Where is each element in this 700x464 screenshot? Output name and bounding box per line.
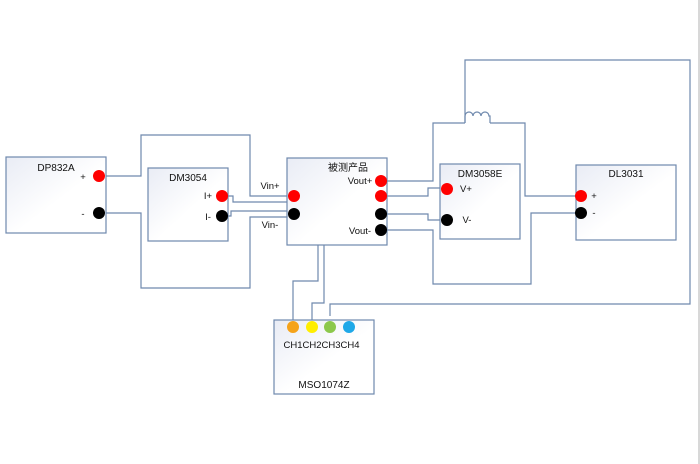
ch1-label: CH1	[283, 340, 302, 351]
ammeter-pos-label: I+	[204, 191, 213, 202]
vout-pos-label: Vout+	[348, 176, 373, 187]
psu-pos-terminal[interactable]	[93, 170, 105, 182]
voltmeter-neg-terminal[interactable]	[441, 214, 453, 226]
vin-neg-label: Vin-	[262, 220, 279, 231]
ch2-terminal[interactable]	[306, 321, 318, 333]
vin-pos-label: Vin+	[260, 181, 280, 192]
page-edge	[698, 0, 700, 464]
ammeter-name: DM3054	[169, 173, 207, 184]
psu-pos-label: +	[80, 172, 86, 183]
voltmeter-name: DM3058E	[458, 169, 503, 180]
voltmeter-neg-label: V-	[463, 215, 472, 226]
power-supply-block[interactable]: DP832A + -	[5, 156, 107, 234]
ch4-terminal[interactable]	[343, 321, 355, 333]
ammeter-block[interactable]: DM3054 I+ I-	[147, 167, 229, 242]
load-pos-label: +	[591, 191, 597, 202]
power-supply-name: DP832A	[37, 163, 75, 174]
psu-neg-terminal[interactable]	[93, 207, 105, 219]
voltmeter-pos-label: V+	[460, 184, 472, 195]
wire-psu-neg-to-vin-neg	[106, 212, 294, 289]
load-neg-label: -	[592, 208, 595, 219]
dut-name: 被测产品	[328, 161, 368, 174]
electronic-load-block[interactable]: DL3031 + -	[575, 164, 677, 241]
vout-neg-terminal-2[interactable]	[375, 224, 387, 236]
load-pos-terminal[interactable]	[575, 190, 587, 202]
voltmeter-block[interactable]: DM3058E V+ V-	[439, 163, 521, 240]
wire-vout-neg-to-load-neg	[382, 212, 580, 285]
inductor-icon	[464, 111, 491, 123]
wire-inductor-to-load-pos	[490, 122, 580, 197]
ch3-label: CH3	[321, 340, 340, 351]
vout-pos-terminal-2[interactable]	[375, 190, 387, 202]
ammeter-neg-label: I-	[205, 212, 211, 223]
wire-vout-neg-to-voltmeter-neg	[382, 213, 441, 221]
wire-ammeter-pos-to-vin-pos	[227, 195, 294, 203]
wire-inductor-top-loop	[329, 59, 691, 316]
ch3-terminal[interactable]	[324, 321, 336, 333]
vin-neg-terminal[interactable]	[288, 208, 300, 220]
psu-neg-label: -	[81, 209, 84, 220]
voltmeter-pos-terminal[interactable]	[441, 183, 453, 195]
vout-neg-label: Vout-	[349, 226, 371, 237]
ch2-label: CH2	[302, 340, 321, 351]
wire-psu-pos-to-vin-pos	[106, 134, 294, 197]
ch1-terminal[interactable]	[287, 321, 299, 333]
ammeter-neg-terminal[interactable]	[216, 210, 228, 222]
vout-neg-terminal-1[interactable]	[375, 208, 387, 220]
wire-vout-pos-to-voltmeter-pos	[382, 187, 441, 197]
load-name: DL3031	[608, 169, 643, 180]
wire-vout-pos-to-load-pos	[382, 122, 465, 182]
dut-block[interactable]: 被测产品 Vout+ Vout-	[286, 157, 388, 246]
oscilloscope-name: MSO1074Z	[298, 380, 349, 391]
ch4-label: CH4	[340, 340, 359, 351]
vin-pos-terminal[interactable]	[288, 190, 300, 202]
load-neg-terminal[interactable]	[575, 207, 587, 219]
vout-pos-terminal-1[interactable]	[375, 175, 387, 187]
ammeter-pos-terminal[interactable]	[216, 190, 228, 202]
oscilloscope-block[interactable]: CH1 CH2 CH3 CH4 MSO1074Z	[273, 319, 375, 395]
wire-ammeter-neg-to-vin-neg	[227, 210, 294, 217]
